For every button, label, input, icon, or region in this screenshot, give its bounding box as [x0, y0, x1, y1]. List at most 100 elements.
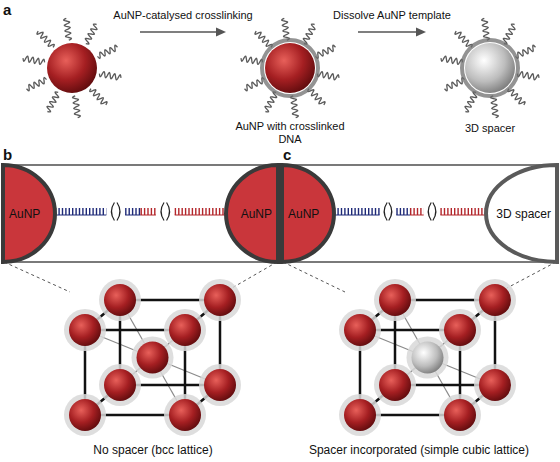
- spacer-shape: 3D spacer: [486, 165, 557, 262]
- dna-strand: [98, 45, 118, 58]
- particle-label: AuNP: [241, 207, 272, 221]
- panel-frame: [282, 165, 557, 262]
- particle-label: 3D spacer: [496, 207, 551, 221]
- process-arrow: [140, 31, 218, 33]
- lattice-particle: [444, 314, 476, 346]
- zoom-line: [283, 262, 345, 292]
- repeat-bracket: [428, 203, 431, 221]
- dna-rungs: [125, 208, 140, 215]
- sphere: [265, 43, 315, 93]
- panel-frame: [3, 165, 278, 262]
- lattice-caption: Spacer incorporated (simple cubic lattic…: [309, 443, 529, 457]
- lattice-particle: [479, 284, 511, 316]
- lattice-particle: [479, 369, 511, 401]
- repeat-bracket: [117, 203, 120, 221]
- dna-backbone: [410, 215, 424, 216]
- dna-rungs: [410, 208, 424, 215]
- dna-strand: [517, 72, 539, 80]
- zoom-line: [232, 262, 277, 288]
- semicircle: [486, 165, 557, 262]
- dna-rungs: [334, 208, 380, 215]
- particle-label: AuNP: [288, 207, 319, 221]
- lattice-particle: [344, 399, 376, 431]
- dna-shell: [339, 309, 381, 351]
- dna-strand: [503, 24, 515, 44]
- dna-strand: [455, 31, 472, 47]
- crosslinked-shell: [262, 40, 318, 96]
- dna-strand: [73, 96, 81, 118]
- dna-strand: [90, 89, 107, 105]
- dna-strand: [255, 31, 272, 47]
- lattice-particle: [379, 284, 411, 316]
- process-arrow: [358, 31, 418, 33]
- dna-rungs: [55, 208, 106, 215]
- dna-backbone: [141, 215, 156, 216]
- dna-strand: [516, 45, 536, 58]
- particle-caption: 3D spacer: [465, 122, 515, 135]
- lattice-particle: [69, 399, 101, 431]
- semicircle: [3, 165, 55, 262]
- dna-strand: [37, 31, 54, 47]
- dna-shell: [474, 279, 516, 321]
- dna-shell: [132, 337, 174, 379]
- dna-strand: [64, 18, 72, 40]
- lattice-particle: [379, 369, 411, 401]
- lattice-particle: [69, 314, 101, 346]
- dna-strand: [308, 89, 325, 105]
- lattice-particle: [204, 284, 236, 316]
- dna-backbone: [125, 215, 140, 216]
- dna-strand: [27, 78, 47, 91]
- step-label: Dissolve AuNP template: [333, 9, 451, 22]
- crosslinked-shell: [462, 40, 518, 96]
- panel-letter: c: [283, 146, 291, 164]
- repeat-bracket: [433, 203, 436, 221]
- dna-shell: [164, 394, 206, 436]
- dna-strand: [316, 45, 336, 58]
- nanoparticle: [441, 18, 539, 117]
- zoom-line: [507, 262, 556, 288]
- zoom-line: [4, 262, 70, 292]
- panel-letter: a: [3, 1, 11, 19]
- dna-shell: [164, 309, 206, 351]
- lattice-caption: No spacer (bcc lattice): [93, 443, 212, 457]
- nanoparticle: [23, 18, 121, 117]
- dna-backbone: [440, 215, 486, 216]
- dna-strand: [317, 72, 339, 80]
- dna-strand: [282, 18, 290, 40]
- repeat-bracket: [161, 203, 164, 221]
- dna-linker: [334, 203, 486, 221]
- repeat-bracket: [384, 203, 387, 221]
- dna-shell: [474, 364, 516, 406]
- dna-shell: [64, 394, 106, 436]
- particle-shape: AuNP: [282, 165, 334, 262]
- dna-shell: [374, 279, 416, 321]
- particle-label: AuNP: [9, 207, 40, 221]
- arrow-head: [416, 28, 426, 37]
- particle-caption: AuNP with crosslinked DNA: [230, 120, 350, 146]
- particle-shape: AuNP: [226, 165, 278, 262]
- sphere: [465, 43, 515, 93]
- particle-scheme: [23, 18, 539, 117]
- dna-shell: [374, 364, 416, 406]
- panel-letter: b: [3, 146, 12, 164]
- particle-shape: AuNP: [3, 165, 55, 262]
- dna-strand: [99, 72, 121, 80]
- lattice-art: [64, 279, 516, 436]
- dna-shell: [64, 309, 106, 351]
- dna-strand: [482, 18, 490, 40]
- dna-strand: [445, 78, 465, 91]
- semicircle: [282, 165, 334, 262]
- lattice-particle: [169, 314, 201, 346]
- dna-backbone: [55, 215, 106, 216]
- dna-strand: [491, 96, 499, 118]
- repeat-bracket: [389, 203, 392, 221]
- dna-strand: [265, 92, 277, 112]
- sphere: [47, 43, 97, 93]
- lattice-particle: [104, 284, 136, 316]
- nanoparticle: [241, 18, 339, 117]
- step-label: AuNP-catalysed crosslinking: [113, 9, 252, 22]
- dna-backbone: [334, 215, 380, 216]
- dna-shell: [339, 394, 381, 436]
- dna-backbone: [396, 215, 410, 216]
